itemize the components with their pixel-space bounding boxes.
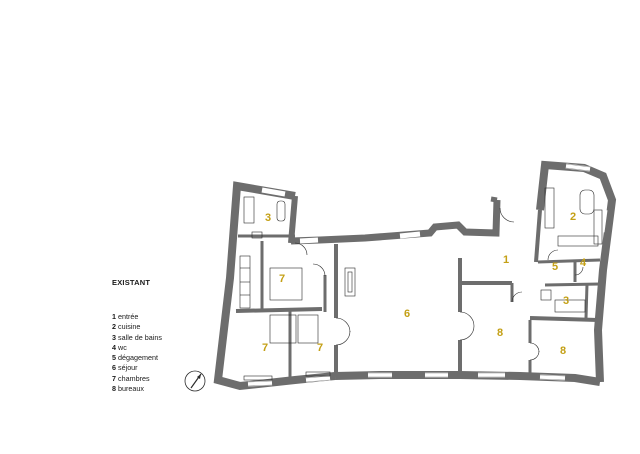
room-label-bath-left: 3 bbox=[265, 212, 271, 224]
room-label-living: 6 bbox=[404, 308, 410, 320]
room-label-bedroom-mid: 7 bbox=[317, 342, 323, 354]
window-frames bbox=[247, 163, 591, 387]
exterior-walls bbox=[213, 160, 617, 391]
room-label-bedroom-center: 7 bbox=[279, 273, 285, 285]
north-arrow-icon bbox=[184, 370, 206, 392]
room-label-bedroom-left: 7 bbox=[262, 342, 268, 354]
fixtures-and-doors bbox=[239, 187, 603, 381]
legend-item: 4 wc bbox=[112, 342, 127, 352]
plan-title: EXISTANT bbox=[112, 278, 151, 287]
room-label-entry: 1 bbox=[503, 254, 509, 266]
interior-walls bbox=[235, 209, 601, 380]
windows bbox=[247, 163, 608, 387]
room-labels: 3 7 7 7 6 1 2 5 4 3 8 8 bbox=[262, 211, 587, 357]
legend: 1 entrée 2 cuisine 3 salle de bains 4 wc… bbox=[112, 312, 162, 394]
room-label-corridor: 5 bbox=[552, 261, 558, 273]
legend-item: 5 dégagement bbox=[112, 353, 158, 363]
legend-item: 7 chambres bbox=[112, 373, 150, 383]
legend-item: 8 bureaux bbox=[112, 384, 144, 394]
legend-item: 2 cuisine bbox=[112, 322, 141, 332]
legend-item: 1 entrée bbox=[112, 312, 139, 321]
room-label-office-b: 8 bbox=[560, 345, 566, 357]
room-label-bath-right: 3 bbox=[563, 295, 569, 307]
room-label-wc: 4 bbox=[580, 257, 587, 269]
room-label-kitchen: 2 bbox=[570, 211, 576, 223]
legend-item: 6 séjour bbox=[112, 363, 138, 373]
legend-item: 3 salle de bains bbox=[112, 332, 162, 342]
room-label-office-a: 8 bbox=[497, 327, 503, 339]
